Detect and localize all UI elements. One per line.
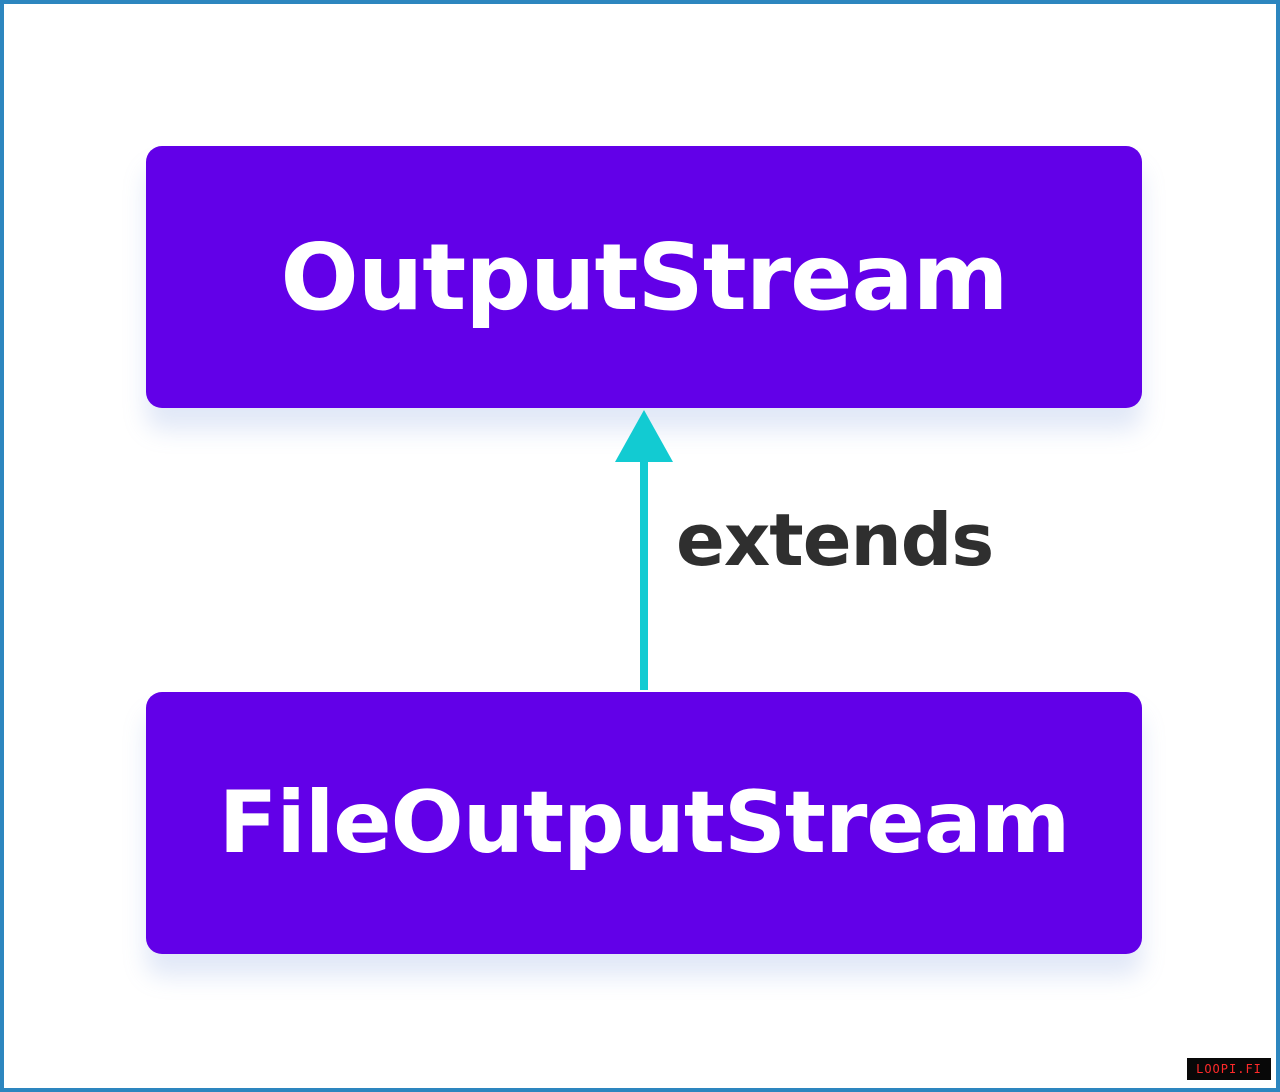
watermark-badge: LOOPI.FI bbox=[1187, 1058, 1271, 1080]
parent-class-box: OutputStream bbox=[146, 146, 1142, 408]
arrow-head-icon bbox=[615, 410, 673, 462]
extends-arrow bbox=[615, 410, 673, 690]
relation-label: extends bbox=[676, 498, 994, 582]
child-class-box: FileOutputStream bbox=[146, 692, 1142, 954]
